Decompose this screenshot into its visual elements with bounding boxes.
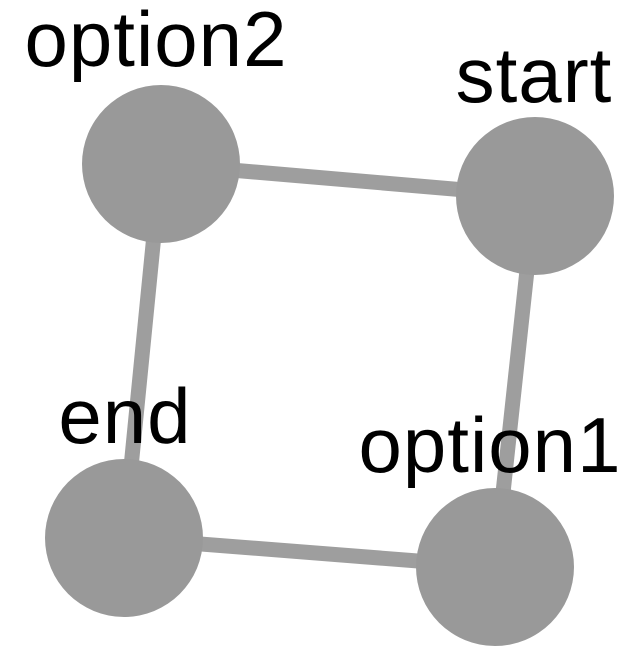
node-label-option2: option2 bbox=[25, 0, 288, 83]
node-end bbox=[45, 459, 203, 617]
node-start bbox=[456, 117, 614, 275]
node-label-end: end bbox=[58, 372, 191, 460]
node-label-start: start bbox=[456, 31, 613, 119]
node-option1 bbox=[416, 488, 574, 646]
node-option2 bbox=[82, 85, 240, 243]
node-label-option1: option1 bbox=[359, 401, 622, 489]
